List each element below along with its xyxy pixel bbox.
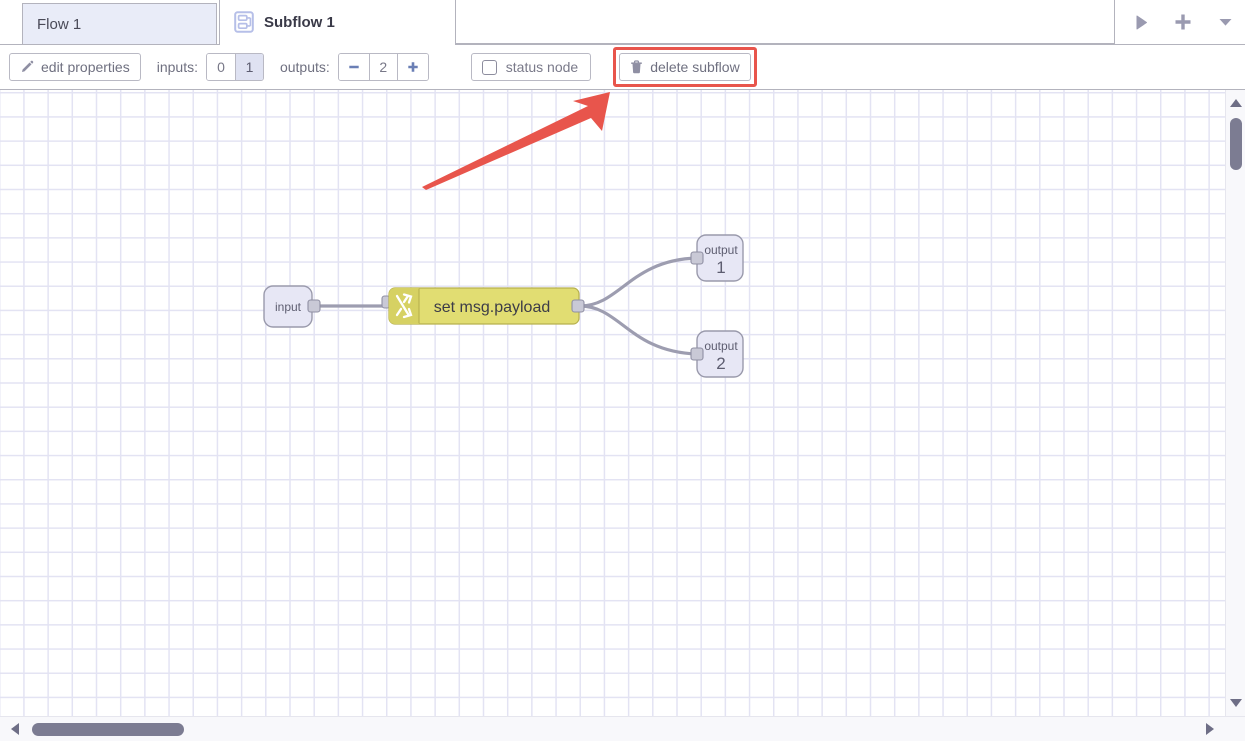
plus-icon-glyph [1175, 14, 1191, 30]
scroll-up-arrow[interactable] [1229, 96, 1243, 110]
add-tab-icon[interactable] [1171, 10, 1195, 34]
link-change-to-output1[interactable] [579, 256, 698, 308]
edit-properties-button[interactable]: edit properties [9, 53, 141, 81]
minus-icon [349, 65, 359, 69]
delete-subflow-button[interactable]: delete subflow [619, 53, 751, 81]
flow-canvas[interactable]: input set msg.payload [0, 90, 1245, 741]
outputs-label: outputs: [279, 59, 330, 75]
pencil-icon [22, 60, 34, 72]
link-change-to-output2[interactable] [579, 304, 698, 356]
horizontal-scrollbar[interactable] [0, 716, 1245, 741]
vertical-scrollbar[interactable] [1225, 90, 1245, 716]
chevron-down-icon[interactable] [1213, 10, 1237, 34]
trash-icon [631, 60, 642, 74]
chevron-down-icon-glyph [1219, 19, 1231, 26]
outputs-value: 2 [368, 54, 398, 80]
triangle-up-icon [1230, 99, 1242, 107]
outputs-decrement-button[interactable] [338, 54, 369, 80]
subflow-toolbar: edit properties inputs: 0 1 outputs: 2 s… [0, 45, 1245, 90]
node-output-2-number: 2 [716, 354, 725, 373]
node-subflow-input[interactable]: input [263, 285, 321, 328]
node-output-1-label: output [704, 243, 738, 257]
vertical-scroll-thumb[interactable] [1230, 118, 1242, 170]
horizontal-scroll-thumb[interactable] [32, 723, 184, 736]
scroll-right-arrow[interactable] [1203, 722, 1217, 736]
node-change-label: set msg.payload [434, 299, 551, 316]
scroll-down-arrow[interactable] [1229, 696, 1243, 710]
tab-subflow-1-label: Subflow 1 [264, 13, 335, 31]
tab-bar-tools [1114, 0, 1245, 44]
node-subflow-output-2[interactable]: output 2 [690, 330, 744, 378]
subflow-icon [234, 11, 254, 33]
node-output-2-label: output [704, 339, 738, 353]
play-icon-glyph [1136, 15, 1147, 29]
delete-subflow-highlight: delete subflow [613, 47, 757, 87]
canvas-grid [0, 90, 1225, 716]
node-input-label: input [275, 300, 302, 314]
triangle-right-icon [1206, 723, 1214, 735]
status-node-label: status node [505, 59, 579, 75]
plus-icon [408, 62, 418, 72]
scroll-left-arrow[interactable] [8, 722, 22, 736]
tab-subflow-1[interactable]: Subflow 1 [219, 0, 456, 45]
node-graph: input set msg.payload [263, 234, 744, 378]
play-icon[interactable] [1129, 10, 1153, 34]
triangle-left-icon [11, 723, 19, 735]
node-subflow-output-1[interactable]: output 1 [690, 234, 744, 282]
tab-flow-1-label: Flow 1 [37, 15, 82, 33]
triangle-down-icon [1230, 699, 1242, 707]
inputs-toggle-group: 0 1 [205, 53, 264, 81]
status-node-checkbox[interactable]: status node [470, 53, 592, 81]
delete-subflow-label: delete subflow [650, 59, 740, 75]
tab-flow-1[interactable]: Flow 1 [22, 3, 217, 44]
outputs-increment-button[interactable] [397, 54, 428, 80]
tab-bar: Flow 1 Subflow 1 [0, 0, 1245, 45]
tab-bar-filler [456, 3, 1114, 44]
node-change-set-msg-payload[interactable]: set msg.payload [381, 287, 585, 325]
outputs-stepper: 2 [337, 53, 429, 81]
edit-properties-label: edit properties [41, 59, 130, 75]
inputs-option-0[interactable]: 0 [206, 54, 235, 80]
status-node-checkbox-box [481, 59, 497, 75]
node-output-1-number: 1 [716, 258, 725, 277]
inputs-option-1[interactable]: 1 [234, 54, 263, 80]
shuffle-icon [395, 293, 413, 319]
inputs-label: inputs: [156, 59, 198, 75]
